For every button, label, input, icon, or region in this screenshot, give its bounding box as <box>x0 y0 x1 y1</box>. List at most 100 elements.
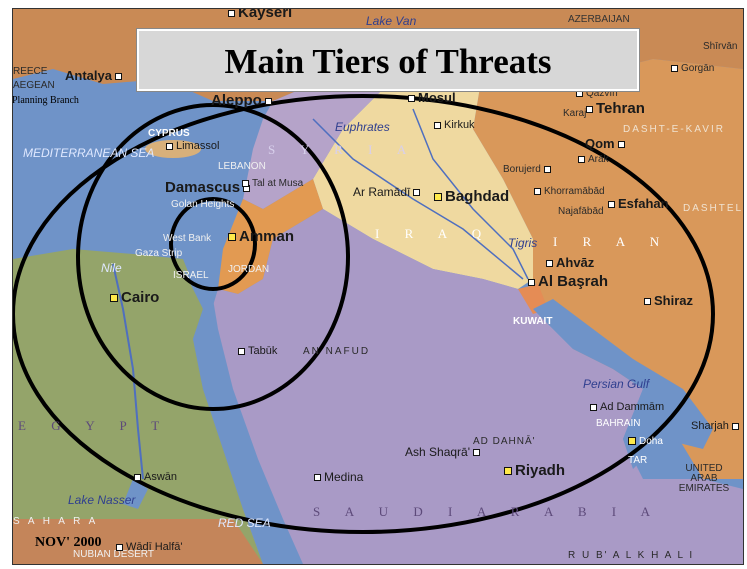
city-aswan: Aswān <box>131 472 177 483</box>
city-baghdad: Baghdad <box>431 189 509 204</box>
region-golan: Golan Heights <box>171 199 235 210</box>
red-sea <box>183 269 303 564</box>
capital-marker-icon <box>504 467 512 476</box>
region-bahrain: BAHRAIN <box>596 418 641 429</box>
terrain-map <box>13 9 743 564</box>
nile-river <box>112 263 144 480</box>
city-marker-icon <box>608 201 615 209</box>
city-marker-icon <box>546 260 553 268</box>
city-halfa: Wādī Halfā' <box>113 542 183 553</box>
water-mediterranean: MEDITERRANEAN SEA <box>23 146 155 160</box>
city-marker-icon <box>264 97 272 105</box>
city-gorgan: Gorgān <box>668 64 714 74</box>
water-persian-gulf: Persian Gulf <box>583 377 650 391</box>
region-iraq: I R A Q <box>375 226 493 241</box>
capital-marker-icon <box>228 233 236 242</box>
city-qom: Qom <box>585 137 628 150</box>
region-israel: ISRAEL <box>173 270 209 281</box>
city-marker-icon <box>408 95 415 103</box>
city-marker-icon <box>590 403 597 411</box>
city-aleppo: Aleppo <box>211 93 275 108</box>
city-ahvaz: Ahvāz <box>543 256 594 269</box>
city-marker-icon <box>586 105 593 113</box>
iran-land <box>473 59 743 479</box>
city-doha: Doha <box>625 437 663 447</box>
region-egypt: E G Y P T <box>18 418 171 433</box>
region-rub: R U B' A L K H A L I <box>568 550 695 561</box>
region-dasht: DASHT-E-KAVIR <box>623 124 725 135</box>
saudi-land <box>203 209 743 564</box>
cyprus-island <box>145 140 201 158</box>
water-nile: Nile <box>101 261 122 275</box>
city-al-basrah: Al Başrah <box>525 274 608 289</box>
region-an-nafud: AN NAFUD <box>303 346 371 357</box>
region-syria: S Y R I A <box>268 142 418 157</box>
water-lake-nasser: Lake Nasser <box>68 493 136 507</box>
city-esfahan: Esfahan <box>605 197 669 210</box>
city-marker-icon <box>528 278 535 286</box>
city-tehran: Tehran <box>583 101 645 116</box>
city-ad-dammam: Ad Dammām <box>587 402 664 413</box>
city-marker-icon <box>413 189 421 197</box>
city-limassol: Limassol <box>163 141 219 152</box>
threat-ring-inner <box>169 197 257 291</box>
title-panel: Main Tiers of Threats <box>137 29 639 91</box>
city-marker-icon <box>434 121 441 129</box>
egypt-land <box>13 249 263 564</box>
city-cairo: Cairo <box>107 290 159 305</box>
map-frame: REECE AEGEAN AZERBAIJAN CYPRUS LEBANON G… <box>12 8 744 565</box>
city-marker-icon <box>134 473 141 481</box>
capital-marker-icon <box>434 193 442 202</box>
region-lebanon: LEBANON <box>218 161 266 172</box>
water-red-sea: RED SEA <box>218 516 271 530</box>
jordan-land <box>218 179 323 294</box>
city-marker-icon <box>166 142 173 150</box>
water-euphrates: Euphrates <box>335 120 390 134</box>
city-marker-icon <box>534 187 541 195</box>
capital-marker-icon <box>110 294 118 303</box>
region-ad-dahna: AD DAHNĀ' <box>473 436 536 447</box>
city-tal-at-musa: Tal at Musa <box>239 179 303 189</box>
capital-marker-icon <box>628 437 636 446</box>
city-karaj: Karaj <box>563 108 587 119</box>
city-khorramabad: Khorramābād <box>531 187 605 197</box>
water-lake-van: Lake Van <box>366 14 417 28</box>
city-marker-icon <box>617 141 625 149</box>
city-ar-ramadi: Ar Ramādī <box>353 186 423 198</box>
syria-land <box>243 79 393 209</box>
page-title: Main Tiers of Threats <box>224 42 552 81</box>
water-tigris: Tigris <box>508 236 538 250</box>
threat-ring-middle <box>76 103 350 411</box>
threat-ring-outer <box>13 94 715 534</box>
city-sharjah: Sharjah <box>691 421 742 432</box>
region-iran: I R A N <box>553 234 671 249</box>
city-marker-icon <box>671 64 678 72</box>
city-marker-icon <box>238 347 245 355</box>
region-saudi: S A U D I A R A B I A <box>313 504 662 519</box>
city-najafabad: Najafābād <box>558 206 604 217</box>
region-nubian: NUBIAN DESERT <box>73 549 154 560</box>
city-tabuk: Tabūk <box>235 346 277 357</box>
sudan-land <box>13 519 263 564</box>
city-shirvan: Shīrvān <box>703 41 738 52</box>
city-mosul: Mosul <box>405 91 456 104</box>
region-jordan: JORDAN <box>228 264 270 275</box>
lake-nasser-shape <box>123 479 148 509</box>
region-uae: UNITED ARAB EMIRATES <box>678 463 730 494</box>
city-marker-icon <box>578 155 585 163</box>
city-amman: Amman <box>225 229 294 244</box>
city-riyadh: Riyadh <box>501 463 565 478</box>
region-greece: REECE <box>13 66 48 77</box>
region-kuwait: KUWAIT <box>513 316 553 327</box>
region-gaza: Gaza Strip <box>135 248 183 259</box>
threat-rings <box>13 94 715 534</box>
persian-gulf <box>533 299 713 469</box>
city-marker-icon <box>114 73 122 81</box>
region-west-bank: West Bank <box>163 233 212 244</box>
city-marker-icon <box>228 9 235 17</box>
city-marker-icon <box>314 474 321 482</box>
city-arak: Arāk <box>575 155 609 165</box>
city-antalya: Antalya <box>65 69 125 82</box>
region-azerbaijan: AZERBAIJAN <box>568 14 630 25</box>
planning-branch-label: Planning Branch <box>12 95 79 106</box>
